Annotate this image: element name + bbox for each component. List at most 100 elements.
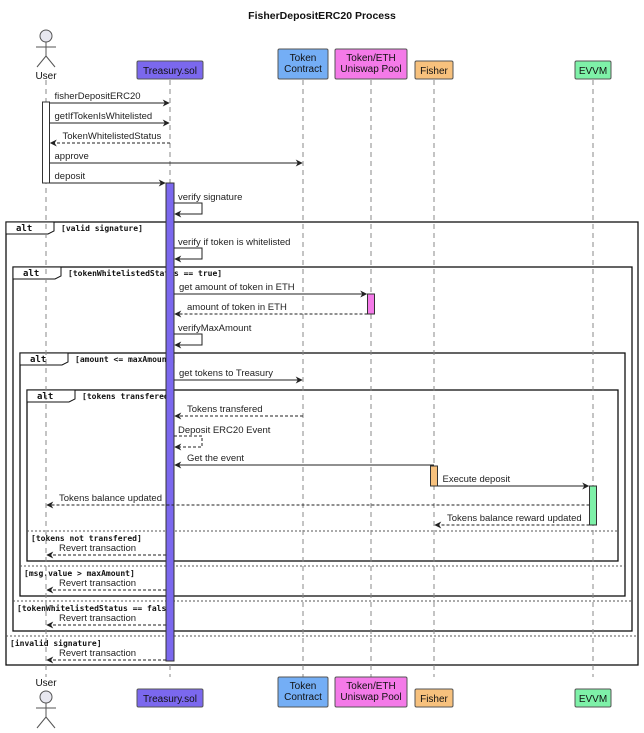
message: Revert transaction xyxy=(46,613,166,629)
self-message-arrow xyxy=(174,333,203,349)
messages-layer: fisherDepositERC20 getIfTokenIsWhiteliste… xyxy=(46,91,590,664)
message-label: Revert transaction xyxy=(59,648,136,659)
participant-evvm: EVVM xyxy=(574,60,612,80)
message: verify if token is whitelisted xyxy=(174,237,290,263)
activation-fisher xyxy=(430,465,438,487)
participant-box xyxy=(136,688,204,708)
participant-treasury: Treasury.sol xyxy=(136,688,204,708)
participant-label: EVVM xyxy=(579,66,607,77)
message: verify signature xyxy=(174,192,242,218)
message: deposit xyxy=(49,171,166,187)
participant-box xyxy=(277,676,329,708)
message: Revert transaction xyxy=(46,543,166,559)
self-message-arrow xyxy=(174,247,203,263)
fragment-keyword: alt xyxy=(23,269,39,279)
participant-evvm: EVVM xyxy=(574,688,612,708)
message: Tokens balance updated xyxy=(46,493,590,509)
message: Execute deposit xyxy=(437,474,590,490)
message: Deposit ERC20 Event xyxy=(174,425,271,451)
fragment-frame xyxy=(12,266,633,632)
message: verifyMaxAmount xyxy=(174,323,252,349)
message: fisherDepositERC20 xyxy=(49,91,170,107)
participant-label: Uniswap Pool xyxy=(340,692,401,703)
message: approve xyxy=(49,151,303,167)
self-message-arrow xyxy=(174,435,203,451)
participant-box xyxy=(334,48,408,80)
actor-head xyxy=(39,29,53,43)
participant-label: Uniswap Pool xyxy=(340,64,401,75)
fragment-guard: [tokens transfered] xyxy=(82,392,174,401)
message-label: Revert transaction xyxy=(59,613,136,624)
fragment-guard: [tokenWhitelistedStatus == true] xyxy=(68,268,222,278)
else-guard: [tokens not transfered] xyxy=(31,534,142,543)
fragment-keyword: alt xyxy=(37,392,53,402)
message-label: amount of token in ETH xyxy=(187,302,287,313)
alt-fragment: alt [amount <= maxAmount] [msg.value > max… xyxy=(19,352,626,597)
message-label: getIfTokenIsWhitelisted xyxy=(55,111,153,122)
activation-user xyxy=(42,101,50,184)
participant-label: Contract xyxy=(284,692,322,703)
message-label: fisherDepositERC20 xyxy=(55,91,141,102)
actor-user: User xyxy=(35,678,57,729)
message: get amount of token in ETH xyxy=(174,282,368,298)
message: amount of token in ETH xyxy=(174,302,368,318)
message-label: Tokens balance reward updated xyxy=(447,513,582,524)
message-label: Revert transaction xyxy=(59,543,136,554)
fragment-guard: [valid signature] xyxy=(61,223,143,233)
participant-treasury: Treasury.sol xyxy=(136,60,204,80)
fragment-guard: [amount <= maxAmount] xyxy=(75,355,176,364)
message-label: Tokens balance updated xyxy=(59,493,162,504)
participant-label: Token/ETH xyxy=(346,681,395,692)
message-label: verifyMaxAmount xyxy=(178,323,252,334)
activations-layer xyxy=(42,101,597,662)
message-label: deposit xyxy=(55,171,86,182)
fragments-layer: alt [valid signature] [invalid signature] a… xyxy=(5,221,639,666)
participant-label: Token xyxy=(290,53,317,64)
participant-label: Treasury.sol xyxy=(143,694,197,705)
participant-box xyxy=(414,688,454,708)
message: TokenWhitelistedStatus xyxy=(49,131,170,147)
message: Tokens balance reward updated xyxy=(434,513,590,529)
alt-fragment: alt [tokens transfered] [tokens not transf… xyxy=(26,389,619,562)
message-label: Get the event xyxy=(187,453,244,464)
message: Get the event xyxy=(174,453,434,469)
participant-label: Treasury.sol xyxy=(143,66,197,77)
fragment-tab xyxy=(5,221,55,235)
participant-box xyxy=(136,60,204,80)
message: Tokens transfered xyxy=(174,404,303,420)
participant-box xyxy=(277,48,329,80)
message: get tokens to Treasury xyxy=(174,368,303,384)
participant-box xyxy=(574,688,612,708)
actor-user: User xyxy=(35,29,57,82)
else-guard: [tokenWhitelistedStatus == false] xyxy=(17,603,176,613)
message-label: get amount of token in ETH xyxy=(179,282,295,293)
actor-leg xyxy=(45,716,56,729)
fragment-tab xyxy=(19,352,69,366)
participant-fisher: Fisher xyxy=(414,688,454,708)
participant-label: Contract xyxy=(284,64,322,75)
self-message-arrow xyxy=(174,202,203,218)
participant-fisher: Fisher xyxy=(414,60,454,80)
message-label: Execute deposit xyxy=(443,474,511,485)
participant-box xyxy=(574,60,612,80)
else-guard: [invalid signature] xyxy=(10,638,102,648)
participant-label: Fisher xyxy=(420,66,448,77)
participant-box xyxy=(334,676,408,708)
alt-fragment: alt [tokenWhitelistedStatus == true] [toke… xyxy=(12,266,633,632)
actor-leg xyxy=(36,55,47,68)
message-label: Tokens transfered xyxy=(187,404,263,415)
alt-fragments: alt [valid signature] [invalid signature] a… xyxy=(5,221,639,666)
participant-label: Token/ETH xyxy=(346,53,395,64)
activation-treasury xyxy=(165,182,175,662)
else-guard: [msg.value > maxAmount] xyxy=(24,569,135,578)
participant-label: EVVM xyxy=(579,694,607,705)
fragment-frame xyxy=(5,221,639,666)
participant-label: Token xyxy=(290,681,317,692)
actor-label: User xyxy=(35,71,57,82)
message: Revert transaction xyxy=(46,578,166,594)
actor-head xyxy=(39,690,53,704)
